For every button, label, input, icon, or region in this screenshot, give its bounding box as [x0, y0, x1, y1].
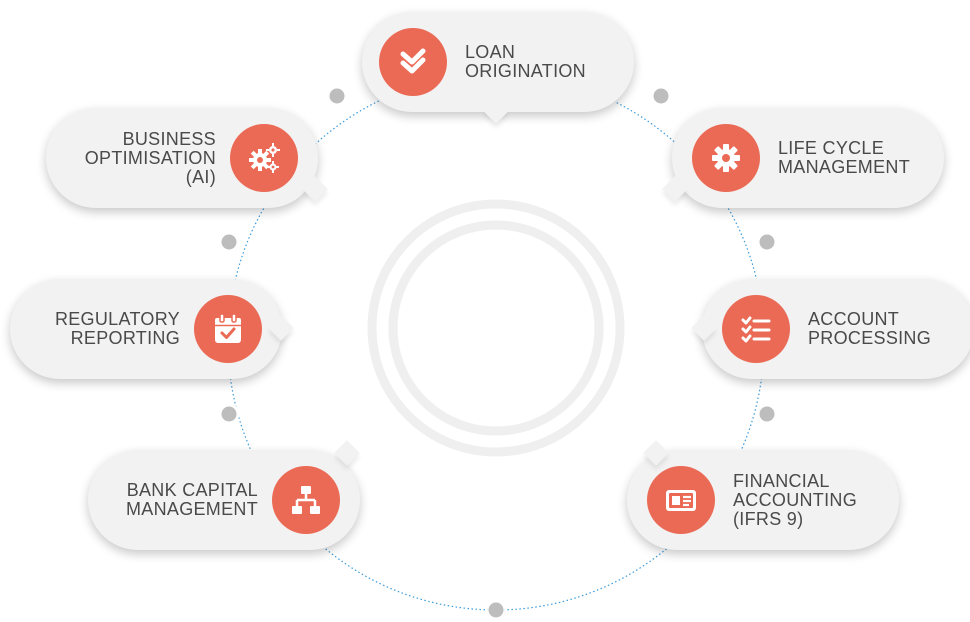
joint-dot	[756, 403, 778, 425]
node-label: ACCOUNT PROCESSING	[808, 309, 932, 348]
id-card-icon	[647, 466, 715, 534]
checklist-icon	[722, 295, 790, 363]
connector-joints	[218, 85, 778, 621]
node-label: BANK CAPITAL MANAGEMENT	[125, 480, 258, 519]
node-label: REGULATORY REPORTING	[54, 309, 180, 348]
joint-dot	[218, 231, 240, 253]
node-label: LIFE CYCLE MANAGEMENT	[778, 138, 911, 177]
node-life-cycle-management[interactable]: LIFE CYCLE MANAGEMENT	[662, 108, 944, 208]
center-rings	[367, 199, 625, 457]
node-bank-capital-management[interactable]: BANK CAPITAL MANAGEMENT	[88, 440, 360, 550]
gears-icon	[230, 124, 298, 192]
speech-tail	[643, 440, 669, 466]
joint-dot	[326, 85, 348, 107]
speech-tail	[483, 98, 509, 124]
speech-tail	[302, 176, 328, 202]
joint-dot	[218, 403, 240, 425]
speech-tail	[334, 440, 360, 466]
node-business-optimisation[interactable]: BUSINESS OPTIMISATION (AI)	[46, 108, 328, 208]
joint-dot	[650, 85, 672, 107]
node-account-processing[interactable]: ACCOUNT PROCESSING	[691, 279, 970, 379]
gear-icon	[692, 124, 760, 192]
speech-tail	[662, 176, 688, 202]
node-regulatory-reporting[interactable]: REGULATORY REPORTING	[10, 279, 294, 379]
node-loan-origination[interactable]: LOAN ORIGINATION	[362, 12, 634, 124]
network-icon	[272, 466, 340, 534]
joint-dot	[485, 599, 507, 621]
speech-tail	[691, 315, 717, 341]
speech-tail	[268, 315, 294, 341]
node-label: BUSINESS OPTIMISATION (AI)	[84, 128, 216, 187]
node-financial-accounting[interactable]: FINANCIAL ACCOUNTING (IFRS 9)	[627, 440, 899, 550]
calendar-check-icon	[194, 295, 262, 363]
node-label: FINANCIAL ACCOUNTING (IFRS 9)	[733, 470, 857, 529]
joint-dot	[756, 231, 778, 253]
node-label: LOAN ORIGINATION	[465, 42, 586, 81]
double-check-icon	[379, 28, 447, 96]
